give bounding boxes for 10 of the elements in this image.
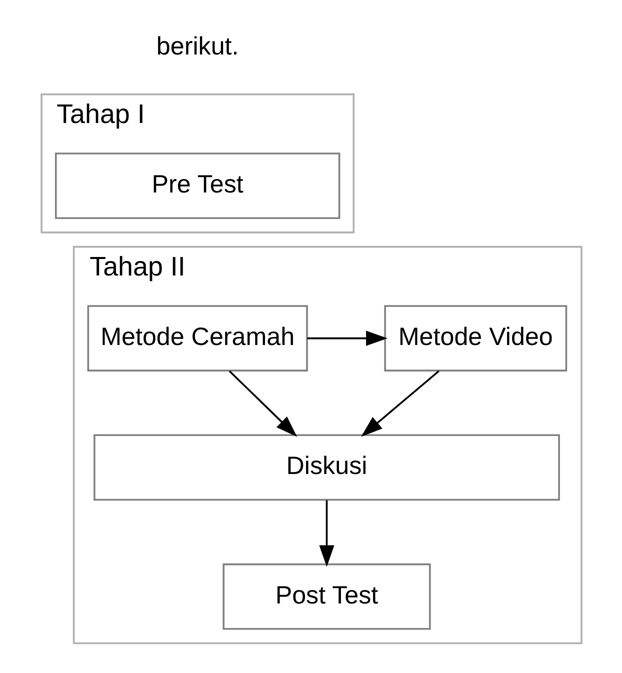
node-box: Metode Video: [384, 305, 567, 372]
arrow: [306, 330, 388, 346]
arrow: [318, 500, 334, 567]
node-box: Pre Test: [54, 152, 340, 219]
node-box: Post Test: [222, 563, 430, 630]
arrow: [360, 370, 439, 437]
node-box: Metode Ceramah: [86, 305, 308, 372]
arrow: [228, 370, 297, 437]
label: berikut.: [156, 32, 238, 60]
node-box: Diskusi: [93, 434, 560, 501]
